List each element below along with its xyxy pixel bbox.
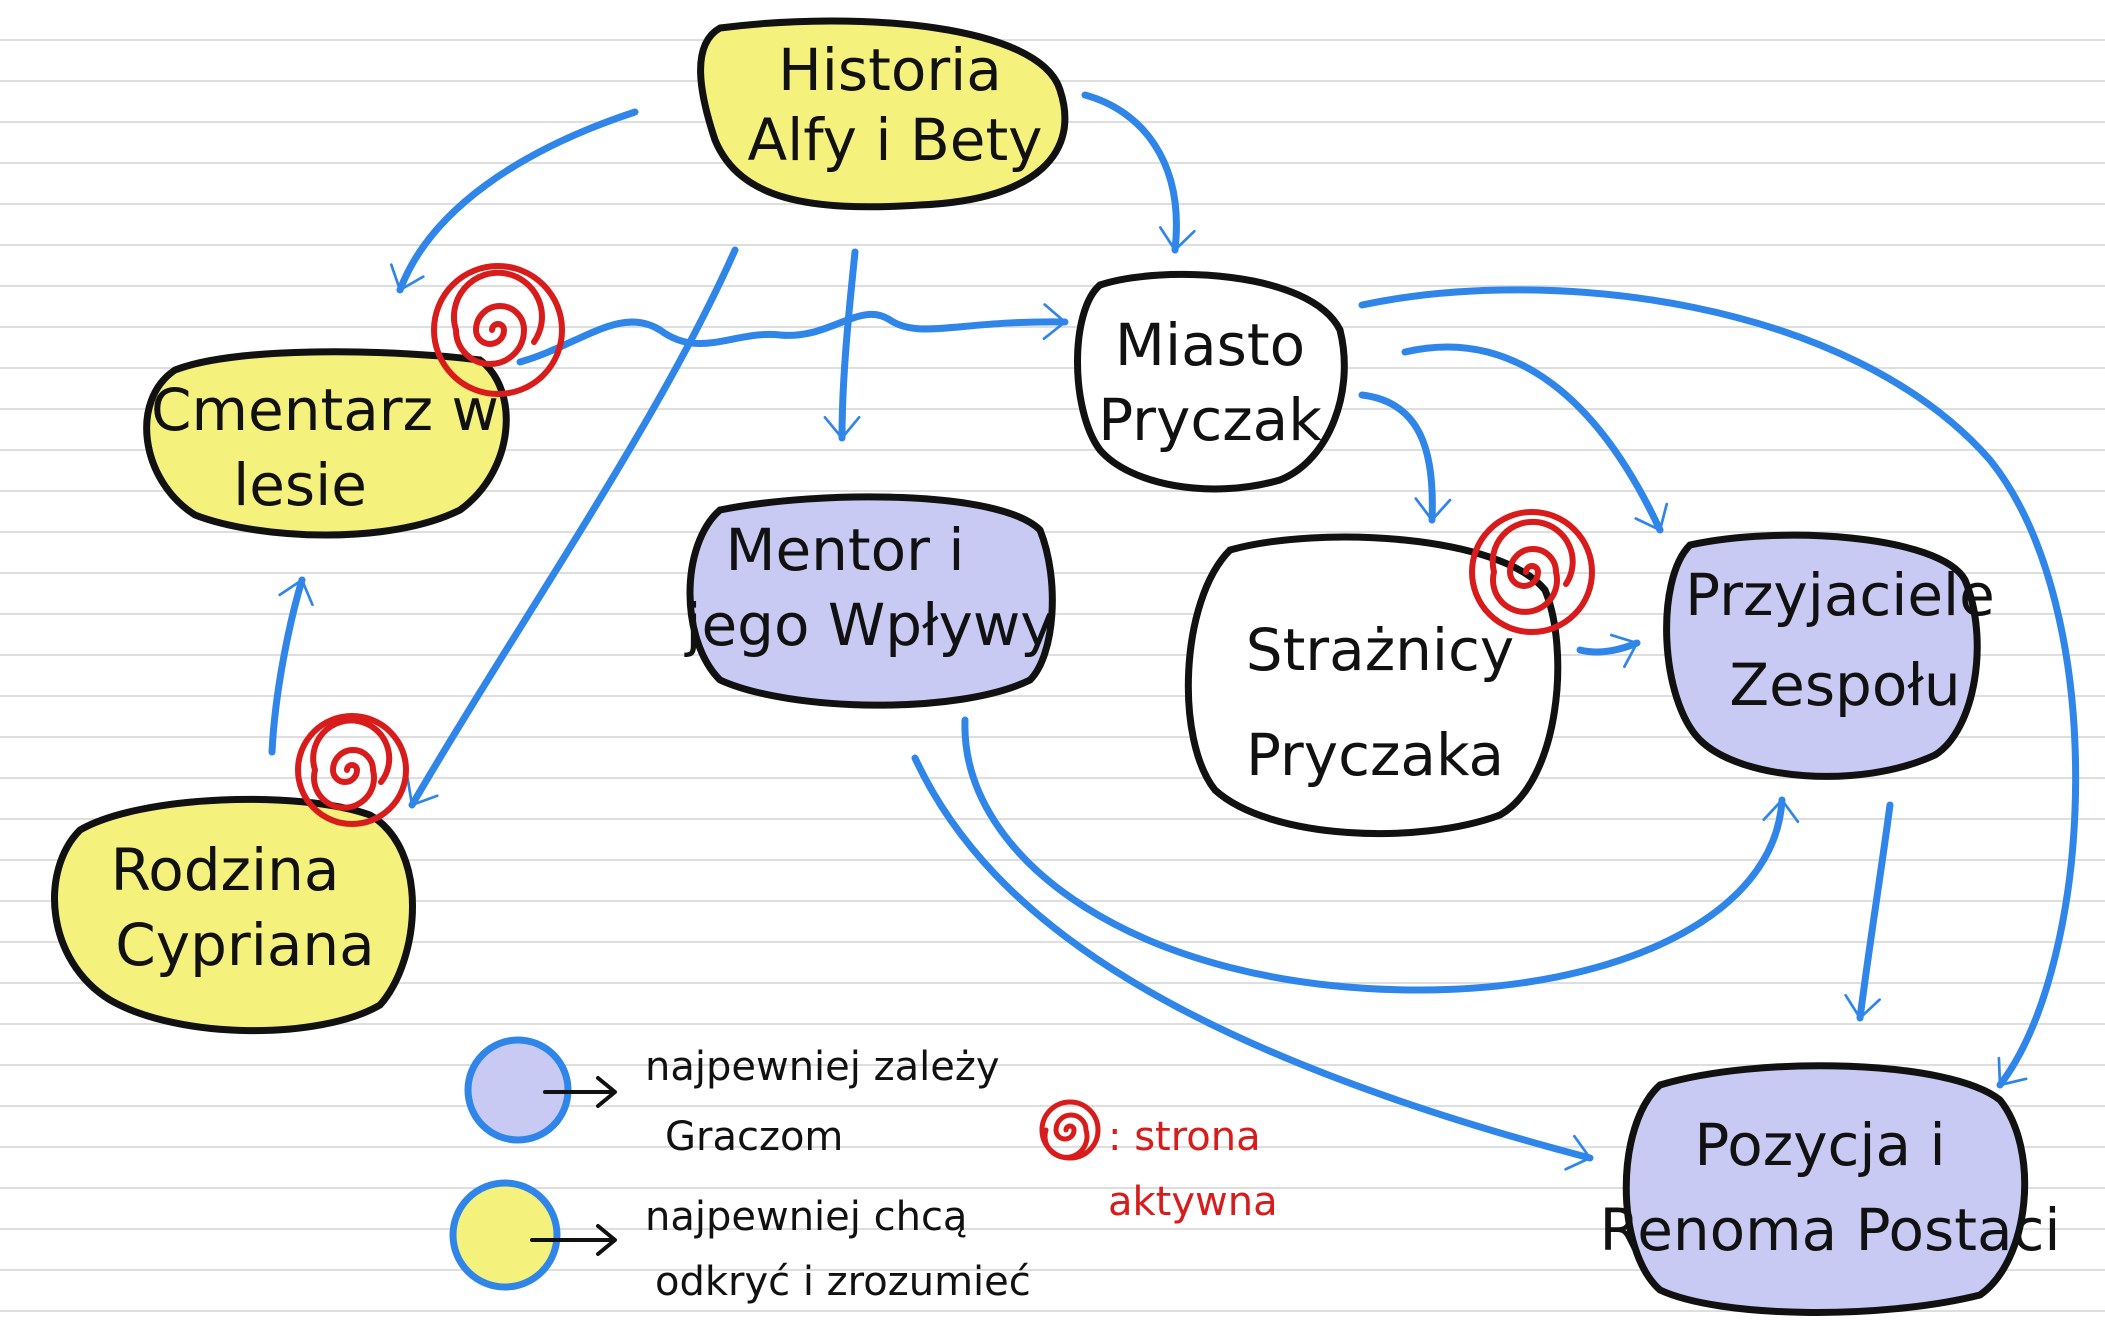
edge-miasto-straznicy (1358, 391, 1452, 524)
node-straznicy-label-2: Pryczaka (1246, 721, 1504, 789)
node-rodzina-blob (51, 795, 416, 1035)
edge-historia-mentor (823, 248, 861, 442)
node-miasto: Miasto Pryczak (1074, 270, 1348, 493)
node-historia-label-2: Alfy i Bety (747, 106, 1042, 174)
node-przyjaciele-label-1: Przyjaciele (1685, 561, 1995, 629)
node-przyjaciele-blob (1663, 531, 1981, 780)
edge-rodzina-cmentarz (268, 576, 314, 756)
node-straznicy-blob (1184, 533, 1562, 838)
edge-historia-miasto (1081, 91, 1196, 254)
legend-item-active: : strona aktywna (1039, 1099, 1278, 1225)
legend-swatch-yellow (449, 1179, 561, 1291)
legend-yellow-line-2: odkryć i zrozumieć (655, 1259, 1031, 1305)
edge-historia-rodzina (406, 246, 739, 809)
node-straznicy-label-1: Strażnicy (1246, 616, 1514, 684)
node-cmentarz-label-1: Cmentarz w (151, 376, 499, 444)
legend-arrow-yellow (530, 1224, 617, 1256)
node-przyjaciele-label-2: Zespołu (1729, 651, 1960, 719)
node-przyjaciele: Przyjaciele Zespołu (1663, 531, 1995, 780)
edge-miasto-pozycja (1358, 286, 2080, 1089)
legend-yellow-line-1: najpewniej chcą (645, 1194, 967, 1240)
node-rodzina-label-1: Rodzina (111, 836, 340, 904)
node-pozycja: Pozycja i Renoma Postaci (1600, 1062, 2061, 1316)
edge-cmentarz-miasto (516, 303, 1069, 366)
edges (268, 91, 2080, 1171)
active-marker-straznicy (1469, 509, 1595, 635)
edge-przyjaciele-pozycja (1844, 801, 1894, 1022)
node-pozycja-label-2: Renoma Postaci (1600, 1196, 2061, 1264)
node-miasto-blob (1074, 270, 1348, 493)
node-mentor-label-2: jego Wpływy (683, 591, 1054, 659)
node-miasto-label-1: Miasto (1115, 311, 1305, 379)
legend-active-marker (1039, 1099, 1101, 1161)
legend-arrow-lavender (543, 1076, 617, 1108)
node-pozycja-blob (1622, 1062, 2029, 1316)
node-pozycja-label-1: Pozycja i (1694, 1111, 1945, 1179)
edge-mentor-pozycja (911, 754, 1594, 1171)
edge-historia-cmentarz (389, 108, 639, 294)
node-straznicy: Strażnicy Pryczaka (1184, 533, 1562, 838)
node-miasto-label-2: Pryczak (1098, 386, 1322, 454)
node-cmentarz-blob (143, 348, 510, 539)
node-historia-label-1: Historia (778, 36, 1002, 104)
node-cmentarz-label-2: lesie (233, 451, 367, 519)
node-mentor-blob (686, 493, 1056, 709)
node-mentor: Mentor i jego Wpływy (683, 493, 1056, 709)
node-rodzina-label-2: Cypriana (115, 911, 374, 979)
legend-active-line-2: aktywna (1108, 1179, 1278, 1225)
node-cmentarz: Cmentarz w lesie (143, 348, 510, 539)
legend-item-lavender: najpewniej zależy Graczom (464, 1036, 1000, 1160)
node-mentor-label-1: Mentor i (725, 516, 964, 584)
node-historia: Historia Alfy i Bety (697, 17, 1069, 211)
active-marker-cmentarz (431, 263, 565, 397)
active-marker-rodzina (295, 713, 409, 827)
legend-lavender-line-2: Graczom (665, 1114, 843, 1160)
edge-mentor-przyjaciele (961, 716, 1800, 994)
legend-item-yellow: najpewniej chcą odkryć i zrozumieć (449, 1179, 1031, 1305)
legend: najpewniej zależy Graczom najpewniej chc… (449, 1036, 1278, 1305)
node-rodzina: Rodzina Cypriana (51, 795, 416, 1035)
edge-straznicy-przyjaciele (1576, 633, 1641, 669)
node-historia-blob (697, 17, 1069, 211)
legend-active-line-1: : strona (1108, 1114, 1261, 1160)
legend-lavender-line-1: najpewniej zależy (645, 1044, 1000, 1090)
edge-miasto-przyjaciele (1401, 343, 1669, 534)
